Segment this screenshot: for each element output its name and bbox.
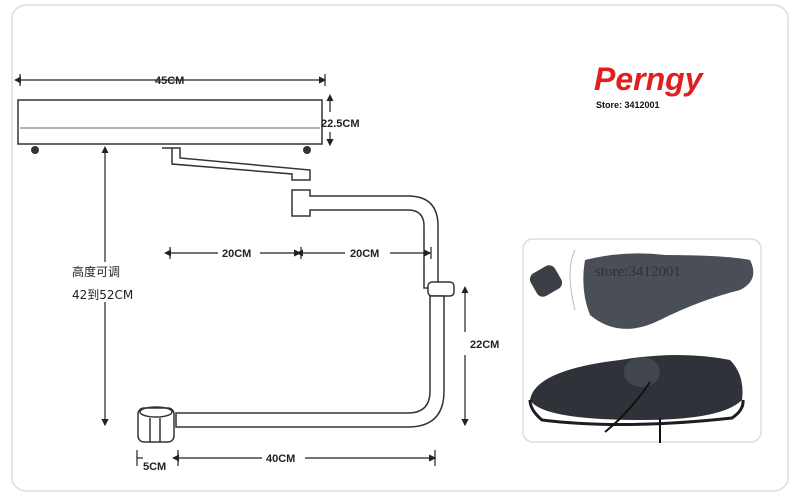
dim-arm-1: 20CM — [222, 248, 251, 260]
armrest-tray — [17, 99, 323, 154]
dim-clamp: 5CM — [143, 461, 166, 473]
brand-logo: Perngy Store: 3412001 — [594, 61, 705, 110]
support-arm — [137, 147, 455, 443]
dim-tray-width: 45CM — [155, 75, 184, 87]
frame — [11, 4, 789, 492]
dim-tray-depth: 22.5CM — [321, 118, 360, 130]
dim-base: 40CM — [266, 453, 295, 465]
caster-icon — [303, 146, 311, 154]
mouse-icon — [624, 357, 660, 387]
dimension-lines — [14, 74, 469, 466]
desk-clamp — [137, 407, 175, 443]
store-number: Store: 3412001 — [596, 100, 660, 110]
height-range: 42到52CM — [72, 288, 133, 302]
photo-watermark: store:3412001 — [595, 264, 681, 280]
mouse-icon — [529, 265, 563, 297]
dim-arm-2: 20CM — [350, 248, 379, 260]
height-label: 高度可调 — [72, 264, 120, 279]
product-photo: store:3412001 — [522, 238, 762, 443]
dim-vertical: 22CM — [470, 339, 499, 351]
caster-icon — [31, 146, 39, 154]
brand-name: Perngy — [594, 61, 705, 97]
